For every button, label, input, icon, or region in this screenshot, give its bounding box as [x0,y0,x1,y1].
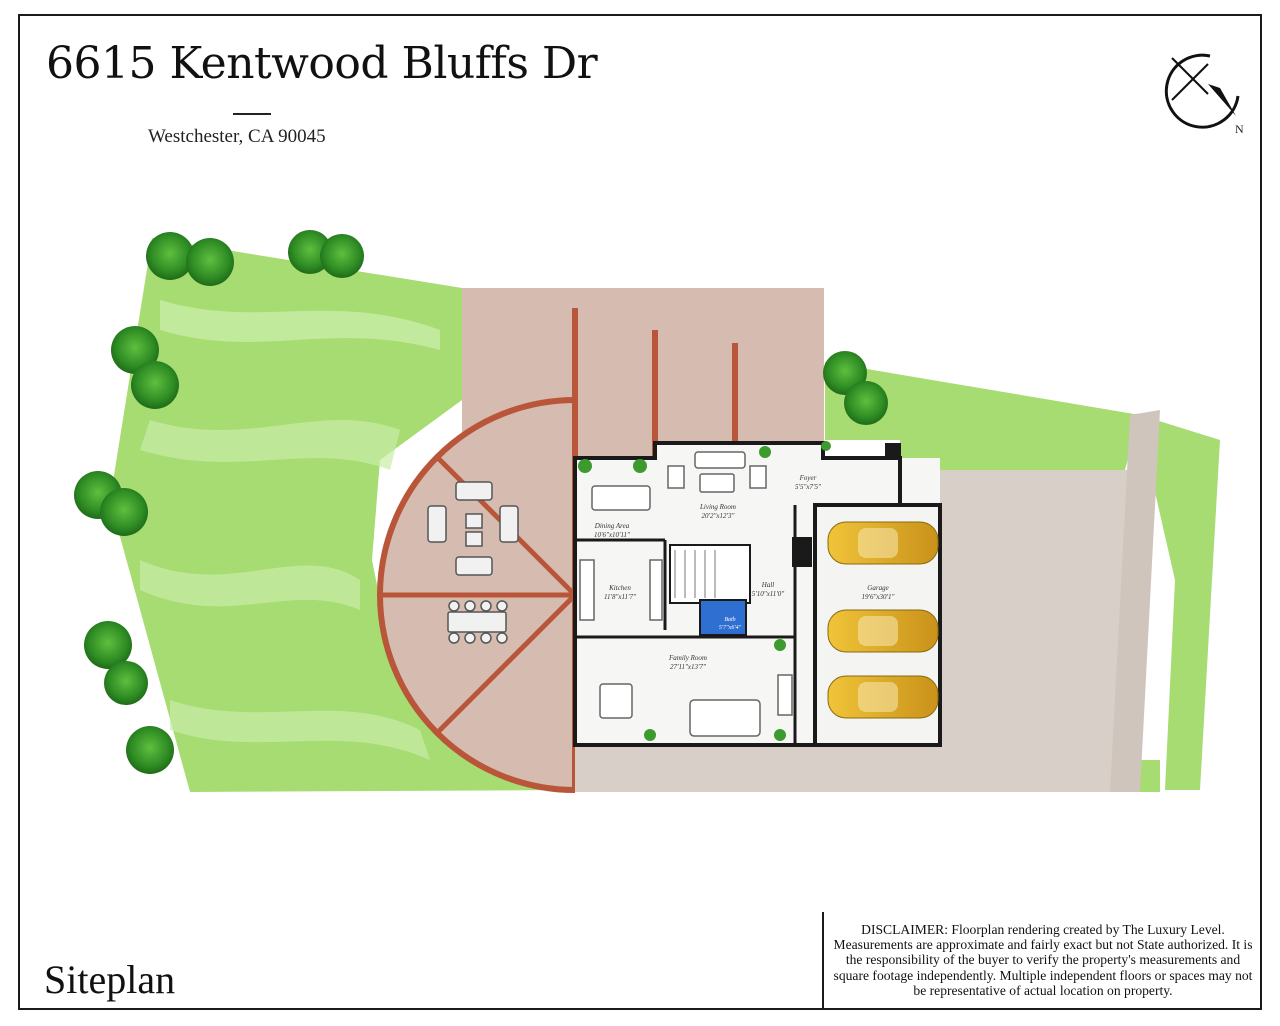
garage-cars [827,521,939,719]
tree [104,661,148,705]
room-size-dining: 10'6"x10'11" [594,531,630,539]
room-size-kitchen: 11'8"x11'7" [604,593,636,601]
room-name-hall: Hall [761,581,775,589]
property-city-line: Westchester, CA 90045 [148,126,326,147]
room-size-family: 27'11"x13'7" [670,663,706,671]
title-divider [233,113,271,115]
tree [320,234,364,278]
tree [844,381,888,425]
tree [126,726,174,774]
car-3 [827,675,939,719]
compass-north-label: N [1235,122,1244,136]
car-1 [827,521,939,565]
compass-icon [1164,53,1240,129]
disclaimer-box: DISCLAIMER: Floorplan rendering created … [822,912,1260,1008]
tree [131,361,179,409]
room-size-bath: 5'7"x6'4" [719,624,742,631]
room-labels: Dining Area 10'6"x10'11" Living Room 20'… [594,474,895,671]
driveway [575,410,1160,792]
room-size-living: 20'2"x12'3" [702,512,735,520]
room-name-family: Family Room [668,654,707,662]
property-address: 6615 Kentwood Bluffs Dr [46,38,598,89]
patio-furniture [427,481,519,644]
room-name-bath: Bath [724,617,735,623]
plan-type-label: Siteplan [44,957,176,1002]
tree [288,230,332,274]
lawn-left [110,238,575,792]
tree [84,621,132,669]
tree [111,326,159,374]
room-name-kitchen: Kitchen [608,584,631,592]
trees [74,230,888,774]
tree [146,232,194,280]
room-name-living: Living Room [699,503,736,511]
room-size-garage: 19'6"x30'1" [862,593,895,601]
tree [186,238,234,286]
room-name-dining: Dining Area [594,522,630,530]
room-size-foyer: 5'5"x7'5" [795,483,821,491]
car-2 [827,609,939,653]
page-frame [18,14,1262,1010]
tree [100,488,148,536]
disclaimer-text: DISCLAIMER: Floorplan rendering created … [833,922,1253,998]
room-name-foyer: Foyer [799,474,817,482]
patio [377,288,824,793]
room-size-hall: 5'10"x11'0" [752,590,785,598]
room-name-garage: Garage [867,584,888,592]
